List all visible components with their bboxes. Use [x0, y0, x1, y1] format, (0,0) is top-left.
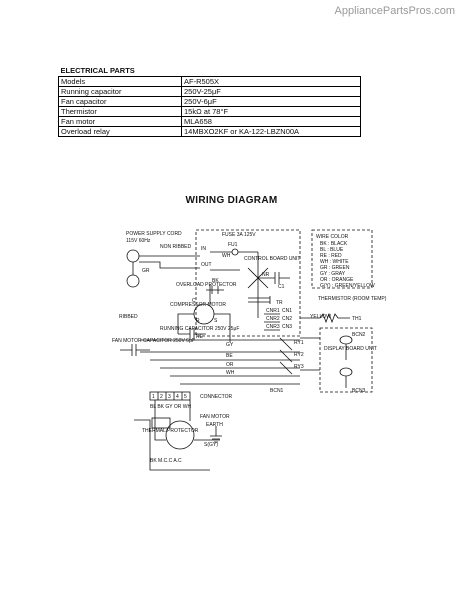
- wire-color-title: WIRE COLOR: [316, 234, 349, 240]
- s-gy-label: S(GY): [204, 442, 218, 448]
- pin-1: 1: [152, 394, 155, 400]
- ry1-label: RY1: [294, 340, 304, 346]
- display-label: DISPLAY BOARD UNIT: [324, 346, 377, 352]
- ry3-label: RY3: [294, 364, 304, 370]
- running-capacitor: [178, 328, 206, 340]
- power-cord-label: POWER SUPPLY CORD: [126, 231, 182, 237]
- wire-color-item: BL : BLUE: [320, 247, 344, 253]
- running-cap-label: RUNNING CAPACITOR 250V 25μF: [160, 326, 239, 332]
- wire-color-item: WH : WHITE: [320, 259, 349, 265]
- pin-3: 3: [168, 394, 171, 400]
- earth-label: EARTH: [206, 422, 223, 428]
- display-board-outline: [319, 327, 373, 393]
- wh-harness-label: WH: [226, 370, 235, 376]
- control-board-label: CONTROL BOARD UNIT: [244, 256, 300, 262]
- or-label: OR: [226, 362, 234, 368]
- pin-4: 4: [176, 394, 179, 400]
- fu1-label: FU1: [228, 242, 238, 248]
- cn2-label: CN2: [282, 316, 292, 322]
- compressor-wires: [177, 269, 240, 342]
- wiring-diagram-title: WIRING DIAGRAM: [185, 195, 278, 206]
- thermal-protector: [151, 417, 171, 429]
- control-board-outline: [195, 229, 301, 337]
- display-wires: [300, 337, 347, 388]
- plug-icon: [126, 249, 140, 263]
- motor-terms-label: BK M.C.C A.C: [150, 458, 182, 464]
- bcn3-label: BCN3: [352, 388, 366, 394]
- c1-capacitor: [258, 272, 290, 284]
- motor-ends-label: BL BK GY OR WH: [150, 404, 192, 410]
- overload-label: OVERLOAD PROTECTOR: [176, 282, 237, 288]
- connector-block: [149, 391, 191, 401]
- ry2-label: RY2: [294, 352, 304, 358]
- gy-label: GY: [226, 342, 234, 348]
- in-label: IN: [201, 246, 206, 252]
- overload-protector: [206, 286, 224, 294]
- transformer: [248, 296, 271, 304]
- term-re-label: RE: [196, 334, 204, 340]
- term-r-label: R: [196, 318, 200, 324]
- non-ribbed-label: NON RIBBED: [160, 244, 192, 250]
- tr-label: TR: [276, 300, 283, 306]
- wire-color-item: GR : GREEN: [320, 265, 350, 271]
- bcn2-label: BCN2: [352, 332, 366, 338]
- out-label: OUT: [201, 262, 212, 268]
- fuse-label: FUSE 3A 125V: [222, 232, 256, 238]
- cnr1-label: CNR1: [266, 308, 280, 314]
- site-watermark: AppliancePartsPros.com: [334, 5, 455, 17]
- power-cord-wires: [132, 255, 200, 275]
- voltage-label: 115V 60Hz: [126, 238, 151, 244]
- cnr3-label: CNR3: [266, 324, 280, 330]
- fan-motor-icon: [165, 420, 195, 450]
- wire-color-item: BK : BLACK: [320, 241, 348, 247]
- wire-color-item: G(Y) : GREEN/YELLOW: [320, 283, 375, 289]
- board-connectors: [264, 313, 280, 331]
- gr-label: GR: [142, 268, 150, 274]
- pin-2: 2: [160, 394, 163, 400]
- thermistor: [300, 312, 350, 324]
- wh-label: WH: [222, 253, 231, 259]
- harness-wires: [140, 339, 300, 385]
- wire-color-outline: [311, 229, 373, 289]
- pin-5: 5: [184, 394, 187, 400]
- nr-label: NR: [262, 272, 270, 278]
- bcn1-label: BCN1: [270, 388, 284, 394]
- fan-motor-label: FAN MOTOR: [200, 414, 230, 420]
- ribbed-label: RIBBED: [119, 314, 138, 320]
- fan-capacitor: [120, 344, 150, 356]
- compressor-label: COMPRESSOR MOTOR: [170, 302, 226, 308]
- wire-color-item: GY : GRAY: [320, 271, 346, 277]
- cn3-label: CN3: [282, 324, 292, 330]
- be-label: BE: [226, 353, 233, 359]
- fuse-icon: [231, 248, 239, 256]
- c1-label: C1: [278, 284, 285, 290]
- connector-label: CONNECTOR: [200, 394, 233, 400]
- wire-color-item: RE : RED: [320, 253, 342, 259]
- th1-label: TH1: [352, 316, 362, 322]
- cn1-label: CN1: [282, 308, 292, 314]
- cnr2-label: CNR2: [266, 316, 280, 322]
- wire-color-item: OR : ORANGE: [320, 277, 354, 283]
- thermistor-label: THERMISTOR (ROOM TEMP): [318, 296, 387, 302]
- bk-label: BK: [212, 278, 219, 284]
- fan-motor-wires: [134, 400, 220, 471]
- term-c-label: C: [192, 298, 196, 304]
- ground-symbol-icon: [126, 274, 140, 288]
- yellow-label: YELLOW: [310, 314, 331, 320]
- earth-icon: [210, 426, 222, 443]
- thermal-protector-label: THERMAL PROTECTOR: [142, 428, 199, 434]
- term-s-label: S: [214, 318, 218, 324]
- relay-contacts: [279, 337, 293, 375]
- fan-cap-label: FAN MOTOR CAPACITOR 250V 6μF: [112, 338, 195, 344]
